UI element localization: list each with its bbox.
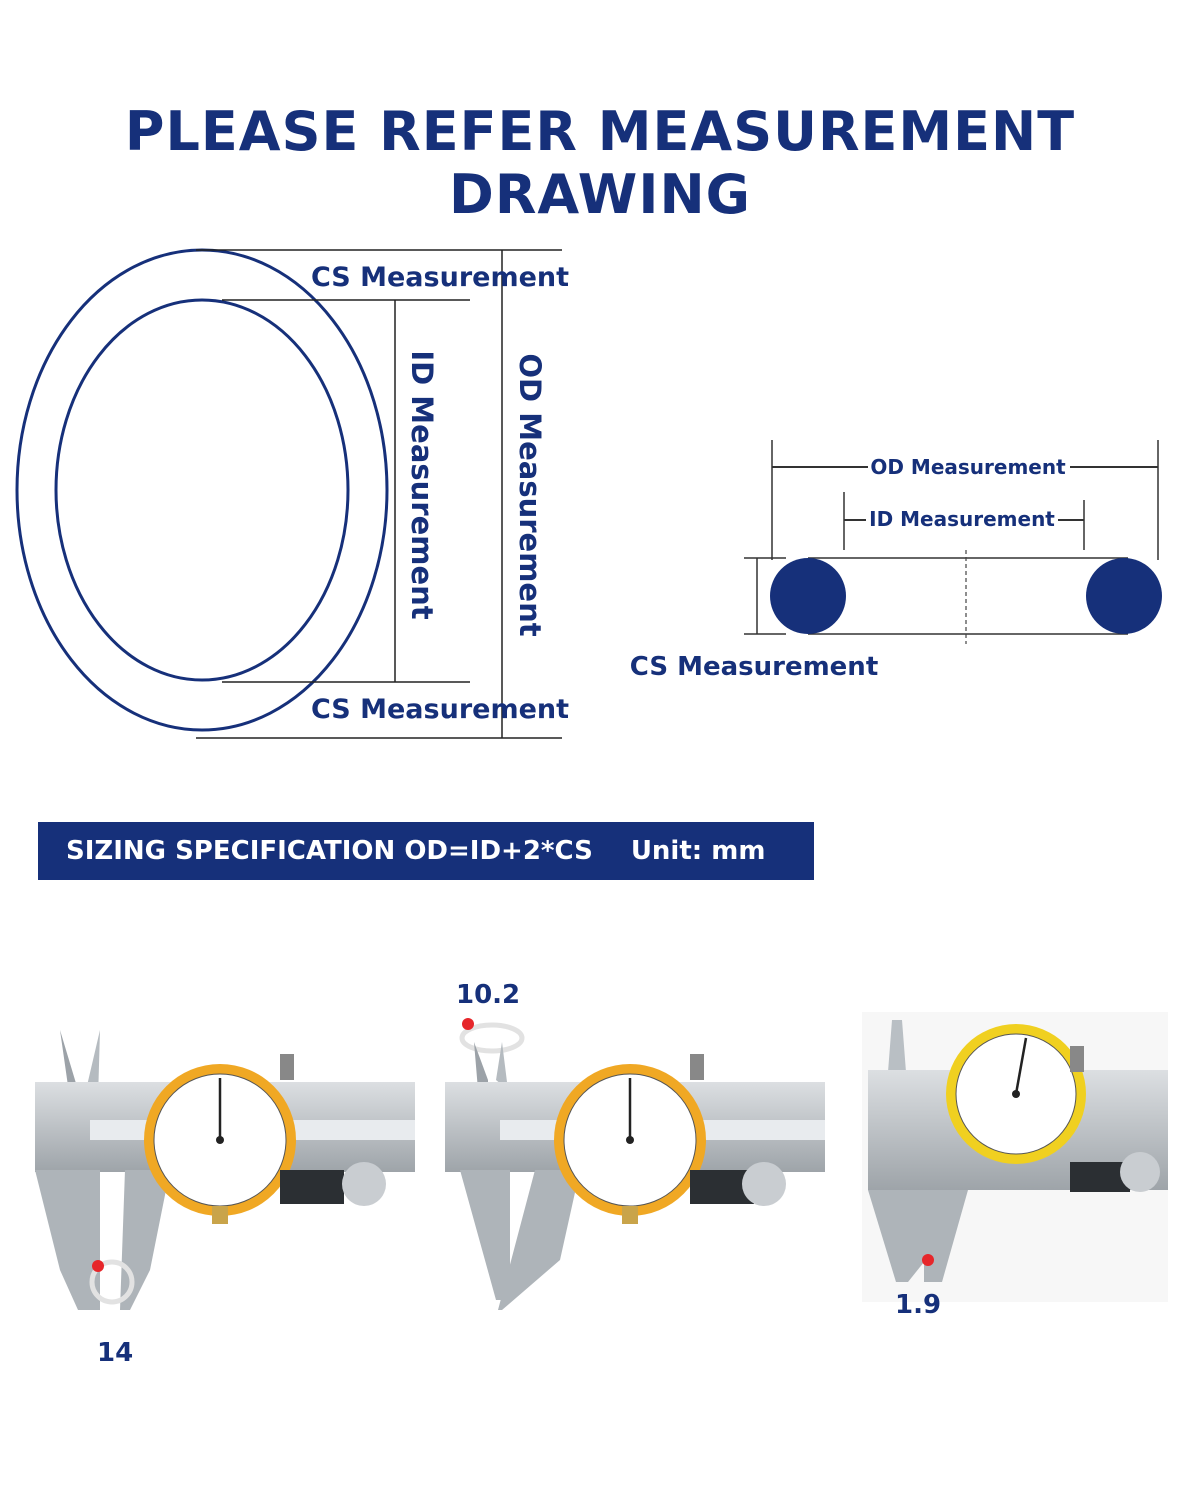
outer-ring <box>15 248 389 732</box>
id-red-dot <box>462 1018 474 1030</box>
spec-text: SIZING SPECIFICATION OD=ID+2*CS <box>66 836 593 866</box>
sizing-banner: SIZING SPECIFICATION OD=ID+2*CS Unit: mm <box>38 822 814 880</box>
cs-red-dot <box>922 1254 934 1266</box>
oring-section-diagram: OD Measurement ID Measurement CS Measure… <box>630 440 1162 682</box>
cs-label-top: CS Measurement <box>311 262 569 293</box>
section-id-label: ID Measurement <box>869 507 1055 531</box>
section-cs-label: CS Measurement <box>630 652 879 682</box>
cs-label-bottom: CS Measurement <box>311 694 569 725</box>
unit-text: Unit: mm <box>630 836 766 866</box>
caliper-cs-photo <box>862 1012 1168 1302</box>
page-title: PLEASE REFER MEASUREMENT DRAWING <box>124 100 1076 226</box>
section-left-circle <box>770 558 846 634</box>
caliper-id-photo <box>445 1018 825 1310</box>
section-od-label: OD Measurement <box>870 455 1066 479</box>
section-right-circle <box>1086 558 1162 634</box>
id-label: ID Measurement <box>405 350 439 619</box>
od-red-dot <box>92 1260 104 1272</box>
id-ring-sample <box>459 1022 525 1054</box>
od-ring-sample <box>89 1259 135 1305</box>
od-value: 14 <box>97 1338 134 1368</box>
oring-front-diagram: CS Measurement CS Measurement ID Measure… <box>15 248 569 739</box>
caliper-od-photo <box>35 1030 415 1310</box>
inner-ring <box>54 298 350 682</box>
cs-value: 1.9 <box>895 1290 942 1320</box>
id-value: 10.2 <box>456 980 521 1010</box>
od-label: OD Measurement <box>513 353 547 636</box>
